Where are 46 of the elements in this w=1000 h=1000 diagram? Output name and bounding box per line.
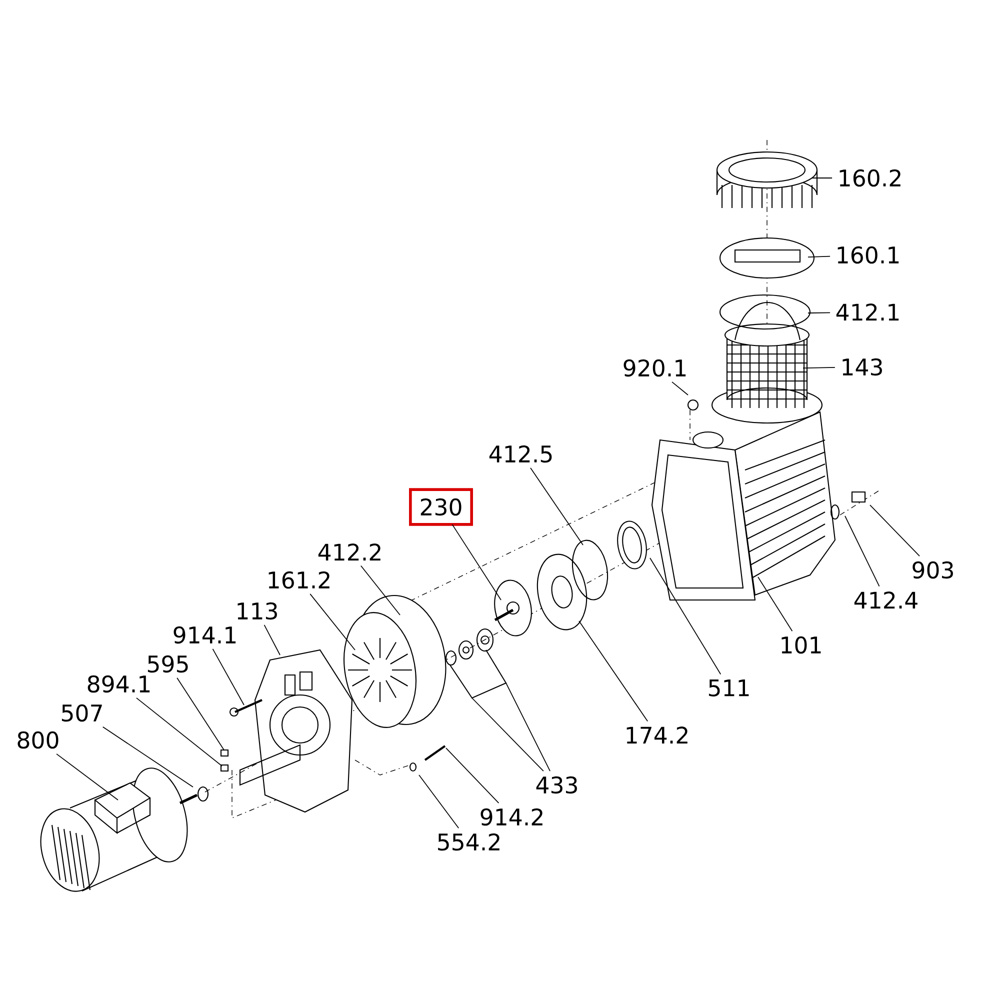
callout-number: 920.1 xyxy=(624,359,686,377)
callout-number: 511 xyxy=(708,680,749,696)
callout-number: 412.4 xyxy=(854,592,918,608)
leader-line xyxy=(176,677,224,750)
leader-line xyxy=(212,648,244,706)
callout-number: 101 xyxy=(782,636,821,654)
callout-number: 412.2 xyxy=(318,544,380,560)
callout-number: 161.2 xyxy=(268,571,330,589)
leader-line xyxy=(264,624,280,656)
callout-number: 174.2 xyxy=(626,726,688,744)
leader-line xyxy=(56,753,118,800)
callout-number: 160.2 xyxy=(840,169,900,187)
callout-number: 903 xyxy=(912,561,953,579)
callout-number: 113 xyxy=(238,602,277,620)
leader-line xyxy=(808,256,830,258)
leader-line xyxy=(360,565,400,616)
leader-line xyxy=(870,504,920,557)
leader-line xyxy=(310,593,356,650)
leader-line xyxy=(102,726,194,788)
leader-line xyxy=(472,698,544,772)
callout-number: 800 xyxy=(18,731,58,749)
callout-number: 160.1 xyxy=(838,246,899,264)
highlighted-callout: 230 xyxy=(409,488,473,526)
callout-number: 595 xyxy=(148,655,188,673)
leader-line xyxy=(650,558,722,675)
leader-line xyxy=(578,620,648,722)
callout-number: 412.5 xyxy=(489,445,552,463)
leader-line xyxy=(672,381,688,396)
leader-line xyxy=(808,312,830,314)
leader-line xyxy=(506,682,550,772)
leader-line xyxy=(452,524,502,600)
callout-number: 412.1 xyxy=(836,304,899,320)
callout-number: 433 xyxy=(536,776,577,794)
callout-number: 914.2 xyxy=(480,808,542,826)
callout-number: 914.1 xyxy=(174,626,236,644)
leader-line xyxy=(802,367,836,368)
leader-line xyxy=(844,516,880,587)
callout-number: 143 xyxy=(842,358,882,376)
callout-number: 554.2 xyxy=(438,833,500,851)
leader-line xyxy=(446,748,500,804)
leader-line xyxy=(530,467,584,546)
callout-number: 894.1 xyxy=(88,675,150,693)
leader-line xyxy=(758,576,793,632)
callout-number: 507 xyxy=(62,704,102,722)
leader-line xyxy=(418,774,460,829)
leader-line xyxy=(136,697,222,766)
